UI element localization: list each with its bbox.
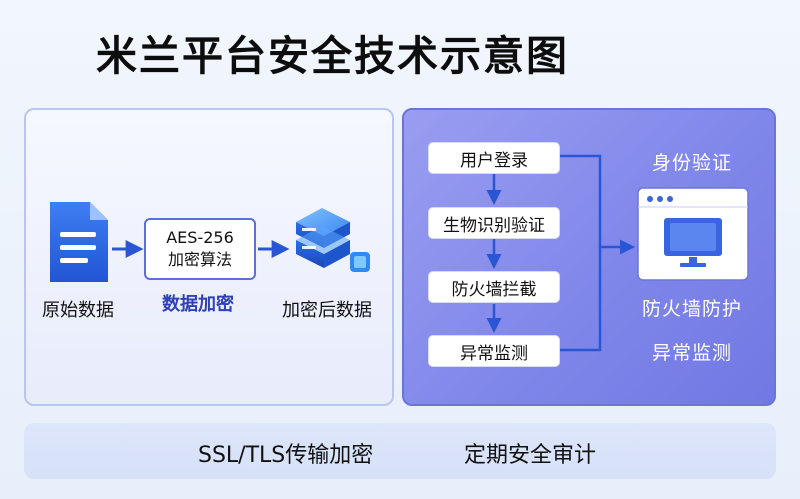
step-firewall-block: 防火墙拦截 [428,271,560,303]
ssl-tls-label: SSL/TLS传输加密 [198,443,374,468]
algo-name: AES-256 [166,228,234,247]
monitor-label: 异常监测 [652,342,733,364]
bracket-connector [560,154,602,352]
monitor-icon [637,187,749,281]
encrypted-data-label: 加密后数据 [282,300,372,321]
step-anomaly-monitor: 异常监测 [428,335,560,367]
algo-desc: 加密算法 [167,250,232,269]
audit-label: 定期安全审计 [464,443,597,468]
firewall-label: 防火墙防护 [642,298,743,320]
encrypted-data-icon [296,208,370,272]
page-title: 米兰平台安全技术示意图 [96,32,569,80]
aes-algorithm-box: AES-256 加密算法 [144,218,256,280]
auth-label: 身份验证 [652,152,733,174]
bottom-security-bar: SSL/TLS传输加密 定期安全审计 [24,423,776,479]
source-data-label: 原始数据 [42,300,114,321]
step-biometric-verification: 生物识别验证 [428,207,560,239]
document-icon [50,202,108,282]
step-user-login: 用户登录 [428,142,560,174]
encryption-process-label: 数据加密 [162,294,234,315]
